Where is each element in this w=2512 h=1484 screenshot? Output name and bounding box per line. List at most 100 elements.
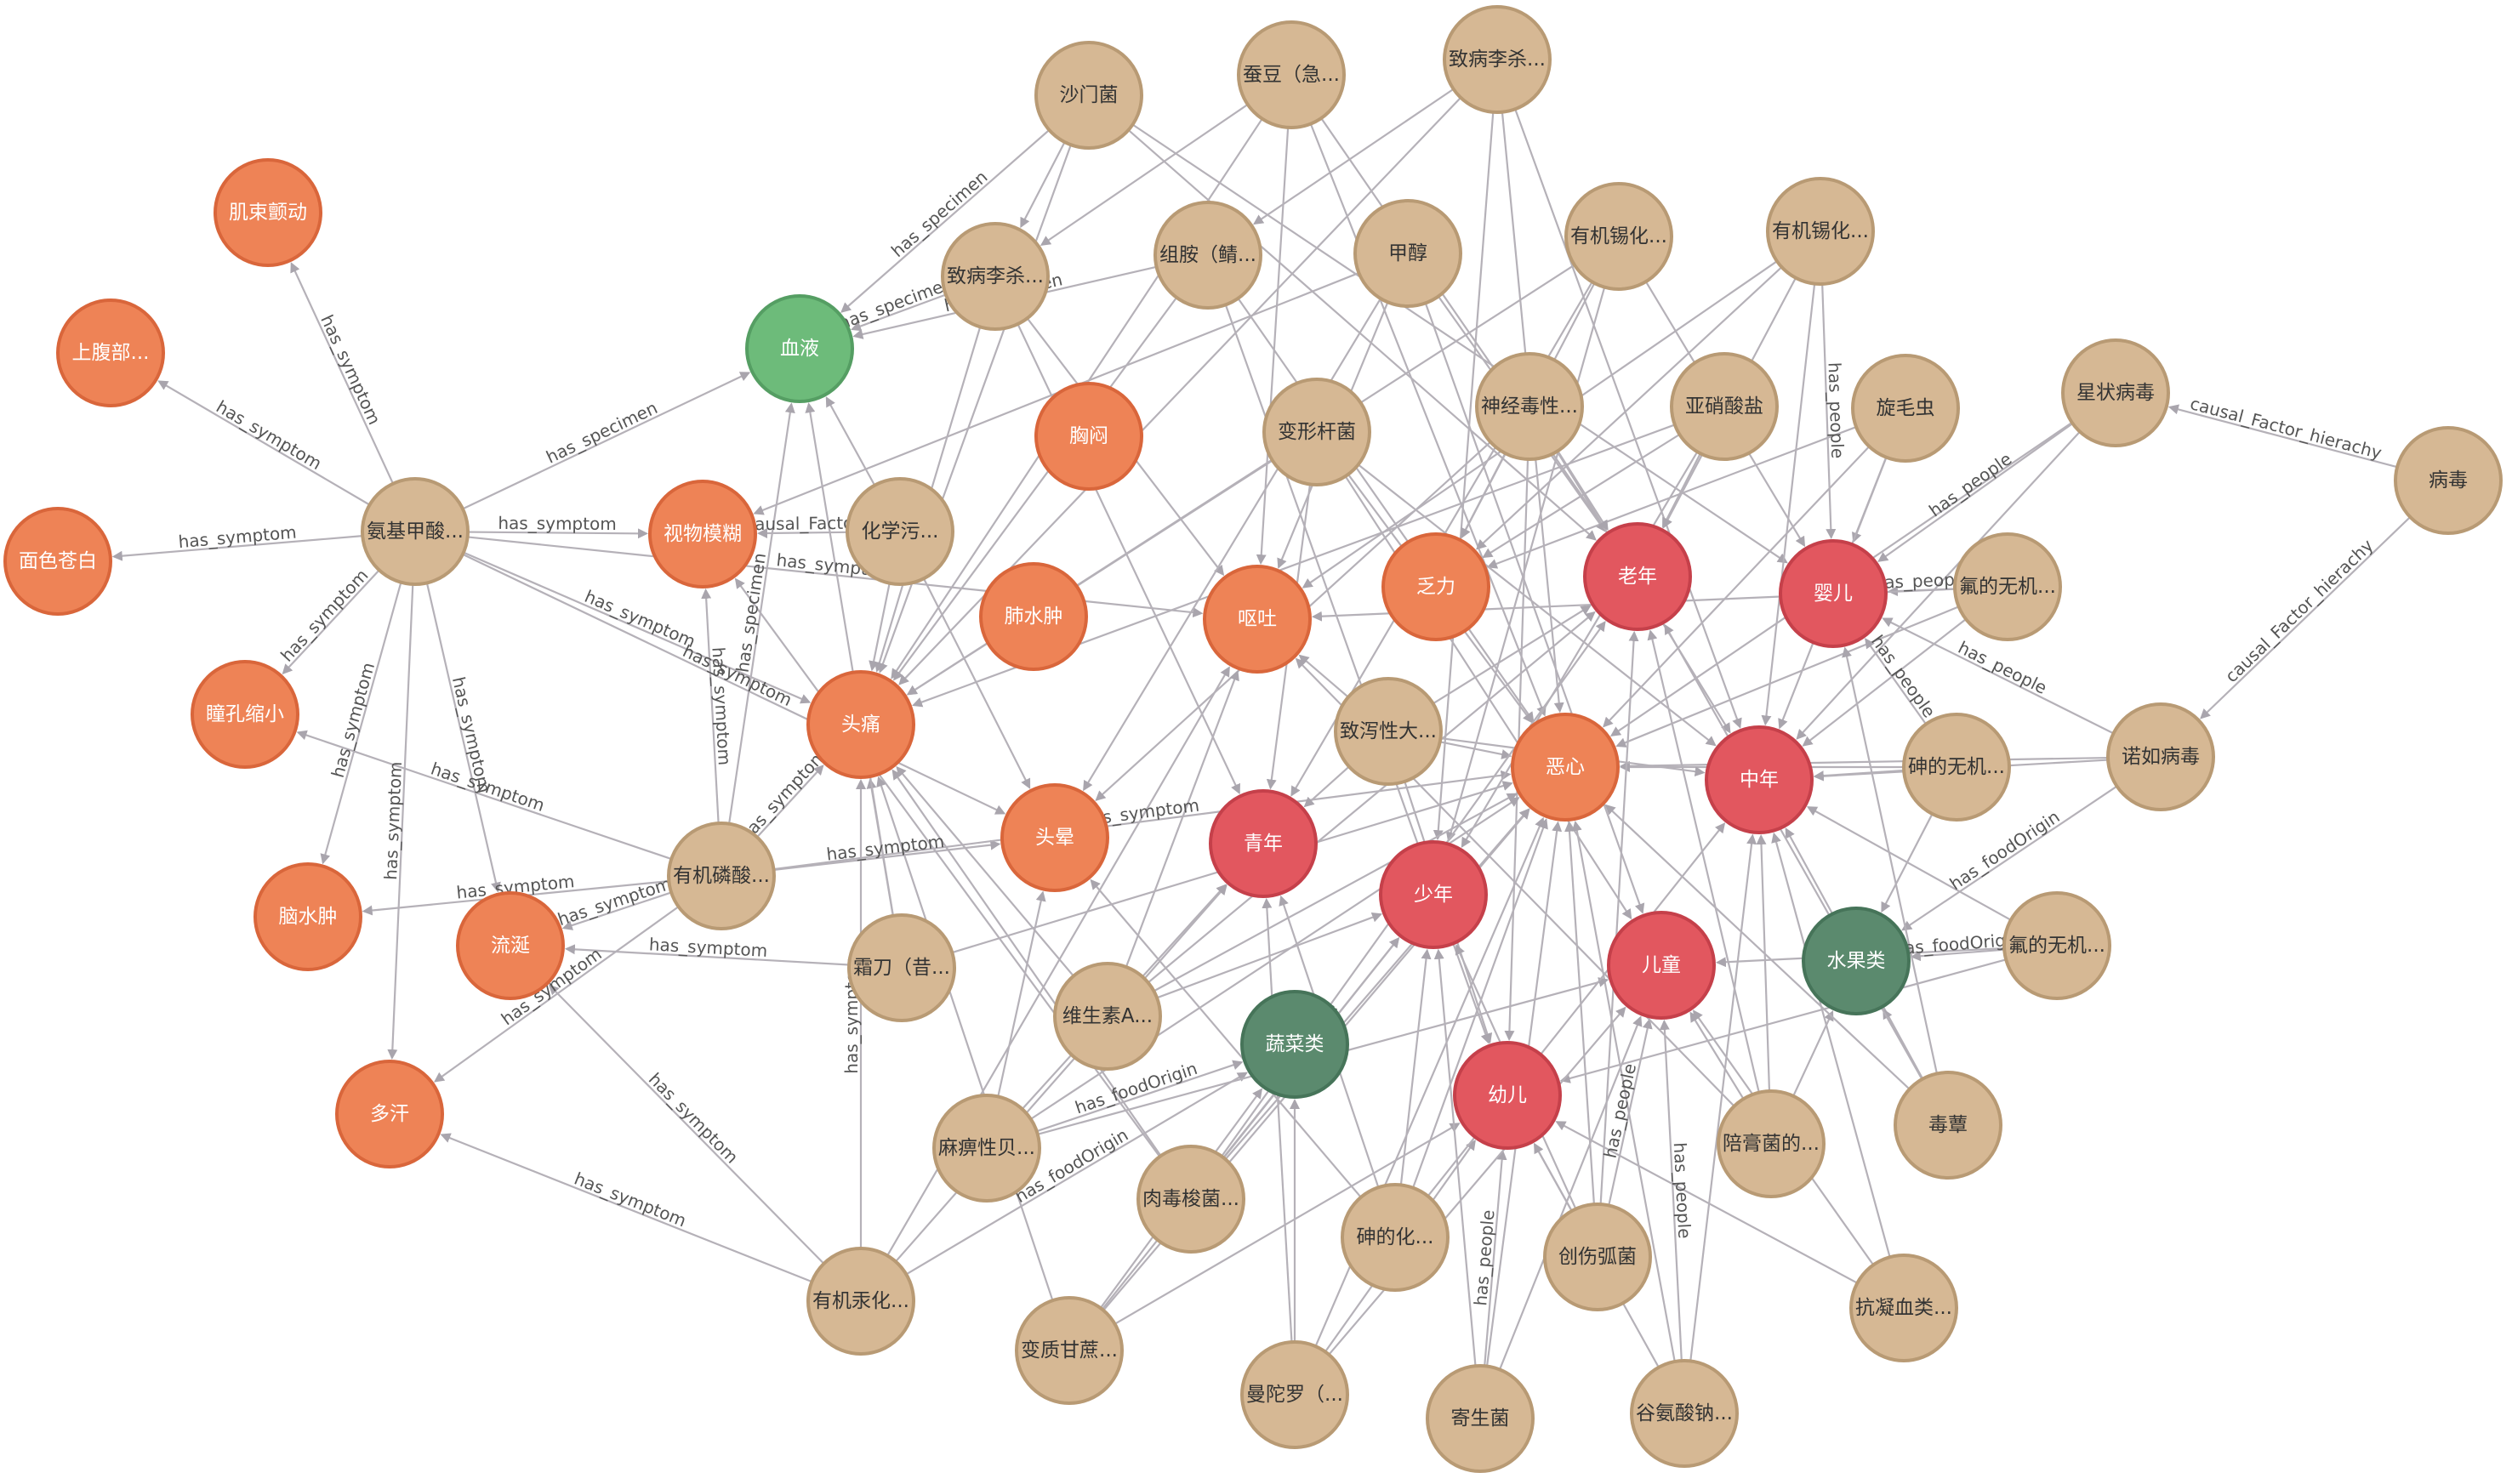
node-circle[interactable] [648, 480, 757, 588]
node-circle[interactable] [1209, 789, 1318, 898]
node-circle[interactable] [1443, 5, 1552, 114]
node-bingdu[interactable]: 病毒 [2394, 426, 2503, 535]
node-liuxian[interactable]: 流涎 [456, 891, 565, 1000]
node-circle[interactable] [335, 1060, 444, 1168]
node-circle[interactable] [1564, 182, 1673, 291]
node-exin[interactable]: 恶心 [1511, 713, 1620, 822]
node-shuangsu[interactable]: 霜刀（昔... [847, 913, 956, 1022]
node-mianse[interactable]: 面色苍白 [3, 507, 112, 616]
node-bianzhi[interactable]: 变质甘蔗... [1015, 1296, 1124, 1405]
node-circle[interactable] [2394, 426, 2503, 535]
node-circle[interactable] [1000, 783, 1109, 892]
node-circle[interactable] [1341, 1183, 1450, 1292]
node-circle[interactable] [1262, 378, 1371, 486]
node-huaxue[interactable]: 化学污... [846, 477, 954, 586]
node-circle[interactable] [1237, 20, 1346, 129]
node-circle[interactable] [1034, 382, 1143, 491]
node-shuiguo[interactable]: 水果类 [1802, 907, 1911, 1015]
node-circle[interactable] [1543, 1203, 1652, 1311]
node-circle[interactable] [1453, 1041, 1562, 1150]
node-shamen[interactable]: 沙门菌 [1034, 41, 1143, 150]
node-circle[interactable] [1353, 199, 1462, 308]
node-toutun[interactable]: 头晕 [1000, 783, 1109, 892]
node-yaxiao[interactable]: 亚硝酸盐 [1670, 352, 1779, 461]
node-circle[interactable] [847, 913, 956, 1022]
node-tongkong[interactable]: 瞳孔缩小 [191, 660, 299, 769]
node-circle[interactable] [667, 822, 776, 930]
node-fu2[interactable]: 氟的无机... [2002, 891, 2111, 1000]
node-zhibing2[interactable]: 致病李杀... [941, 222, 1050, 331]
node-laonian[interactable]: 老年 [1583, 522, 1692, 631]
node-circle[interactable] [456, 891, 565, 1000]
node-circle[interactable] [846, 477, 954, 586]
node-circle[interactable] [1802, 907, 1911, 1015]
node-circle[interactable] [1630, 1359, 1739, 1468]
node-circle[interactable] [1034, 41, 1143, 150]
node-youjixi2[interactable]: 有机锡化... [1766, 177, 1875, 286]
node-mabi[interactable]: 麻痹性贝... [932, 1094, 1041, 1203]
node-yinger[interactable]: 婴儿 [1779, 539, 1888, 648]
node-jirou[interactable]: 肌束颤动 [214, 158, 322, 267]
node-circle[interactable] [979, 562, 1088, 671]
node-jiyang[interactable]: 寄生菌 [1426, 1364, 1535, 1473]
node-youer[interactable]: 幼儿 [1453, 1041, 1562, 1150]
node-naoshuizhong[interactable]: 脑水肿 [253, 862, 362, 971]
node-circle[interactable] [361, 477, 470, 586]
node-circle[interactable] [1240, 990, 1349, 1099]
node-youjixi1[interactable]: 有机锡化... [1564, 182, 1673, 291]
node-circle[interactable] [1379, 840, 1488, 949]
node-circle[interactable] [1705, 725, 1814, 834]
node-ganmao[interactable]: 陪膏菌的... [1717, 1089, 1826, 1198]
node-circle[interactable] [1583, 522, 1692, 631]
node-gusuan[interactable]: 谷氨酸钠... [1630, 1359, 1739, 1468]
node-circle[interactable] [1203, 565, 1312, 674]
node-circle[interactable] [1851, 354, 1960, 463]
node-circle[interactable] [253, 862, 362, 971]
node-circle[interactable] [1779, 539, 1888, 648]
node-bianxing[interactable]: 变形杆菌 [1262, 378, 1371, 486]
node-mantuo[interactable]: 曼陀罗（... [1240, 1340, 1349, 1449]
node-circle[interactable] [3, 507, 112, 616]
node-toutong[interactable]: 头痛 [806, 670, 915, 779]
node-shenhua[interactable]: 砷的化... [1341, 1183, 1450, 1292]
node-feishuizhong[interactable]: 肺水肿 [979, 562, 1088, 671]
node-circle[interactable] [1153, 201, 1262, 310]
node-shen1[interactable]: 砷的无机... [1902, 713, 2011, 822]
node-shaonian[interactable]: 少年 [1379, 840, 1488, 949]
node-circle[interactable] [1381, 532, 1490, 641]
node-circle[interactable] [1607, 911, 1716, 1020]
node-circle[interactable] [56, 299, 165, 407]
node-ertong[interactable]: 儿童 [1607, 911, 1716, 1020]
node-zhibing1[interactable]: 致病李杀... [1443, 5, 1552, 114]
node-circle[interactable] [1136, 1145, 1245, 1254]
node-shucai[interactable]: 蔬菜类 [1240, 990, 1349, 1099]
node-anjijia[interactable]: 氨基甲酸... [361, 477, 470, 586]
node-circle[interactable] [1670, 352, 1779, 461]
node-candou[interactable]: 蚕豆（急... [1237, 20, 1346, 129]
node-circle[interactable] [941, 222, 1050, 331]
node-zhongnian[interactable]: 中年 [1705, 725, 1814, 834]
node-fali[interactable]: 乏力 [1381, 532, 1490, 641]
node-circle[interactable] [806, 670, 915, 779]
node-xuanmao[interactable]: 旋毛虫 [1851, 354, 1960, 463]
node-circle[interactable] [214, 158, 322, 267]
node-circle[interactable] [1902, 713, 2011, 822]
node-circle[interactable] [1426, 1364, 1535, 1473]
node-tuxie[interactable]: 致泻性大... [1334, 677, 1443, 786]
node-kangning[interactable]: 抗凝血类... [1849, 1254, 1958, 1362]
node-qingnian[interactable]: 青年 [1209, 789, 1318, 898]
node-xingzhuang[interactable]: 星状病毒 [2061, 338, 2170, 447]
node-circle[interactable] [1849, 1254, 1958, 1362]
node-fu1[interactable]: 氟的无机... [1953, 532, 2062, 641]
node-circle[interactable] [1475, 352, 1584, 461]
node-circle[interactable] [1717, 1089, 1826, 1198]
node-circle[interactable] [1240, 1340, 1349, 1449]
node-zuan[interactable]: 组胺（鲭... [1153, 201, 1262, 310]
node-circle[interactable] [806, 1247, 915, 1356]
node-chuanghu[interactable]: 创伤弧菌 [1543, 1203, 1652, 1311]
node-xueye[interactable]: 血液 [745, 294, 854, 403]
node-circle[interactable] [745, 294, 854, 403]
node-duxun[interactable]: 毒蕈 [1894, 1071, 2002, 1180]
node-circle[interactable] [1053, 962, 1162, 1071]
node-nuoru[interactable]: 诺如病毒 [2106, 702, 2215, 811]
